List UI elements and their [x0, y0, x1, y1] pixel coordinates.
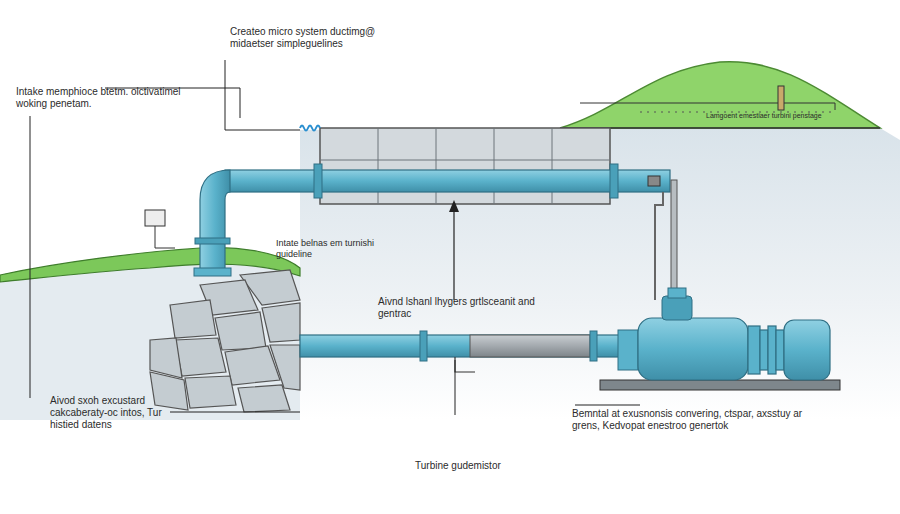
arrow-head [449, 200, 459, 212]
lower-pipe [300, 335, 620, 357]
gray-section [470, 335, 590, 357]
drain [455, 357, 475, 372]
turbine-top [662, 296, 692, 320]
intake-elbow [200, 170, 230, 275]
left-ground [0, 255, 300, 420]
annotation-label: Intate belnas em turnishi guideline [276, 238, 386, 260]
valve [648, 176, 660, 186]
annotation-label: Aivod sxoh excustard cakcaberaty-oc into… [50, 395, 180, 431]
upper-pipe [225, 170, 670, 192]
inlet-flange [618, 330, 638, 370]
intake-flange [194, 268, 231, 276]
annotation-label: Turbine gudemistor [415, 460, 555, 472]
annotation-label: Lamgoent emestiaer turbini penstage [706, 112, 836, 120]
right-hill [560, 62, 880, 128]
machine-base [600, 380, 840, 390]
duct-box [320, 128, 610, 204]
post [778, 86, 784, 110]
annotation-label: Aivnd lshanl lhygers grtlsceanit and gen… [378, 296, 543, 320]
pipe-collar [195, 238, 230, 244]
flange [590, 331, 597, 361]
annotation-label: Bemntal at exusnonsis convering, ctspar,… [572, 408, 812, 432]
fence-line [580, 103, 835, 110]
control-box [145, 210, 165, 226]
small-pipe [655, 192, 663, 300]
annotation-label: Intake memphioce btetm. olctivatimel wok… [16, 86, 206, 110]
flange [314, 164, 322, 198]
coupling [748, 326, 784, 374]
stone-wall [150, 270, 300, 412]
control-wire [155, 226, 175, 248]
arrow-line [453, 210, 454, 300]
turbine-housing [638, 318, 748, 380]
turbine-cap [668, 288, 686, 298]
duct-panels [320, 128, 610, 204]
spring [300, 126, 320, 131]
annotation-label: Createo micro system ductimg@ midaetser … [230, 26, 380, 50]
generator [784, 320, 830, 380]
flange [610, 164, 618, 198]
flange [420, 331, 427, 361]
leader-lines [30, 60, 640, 415]
